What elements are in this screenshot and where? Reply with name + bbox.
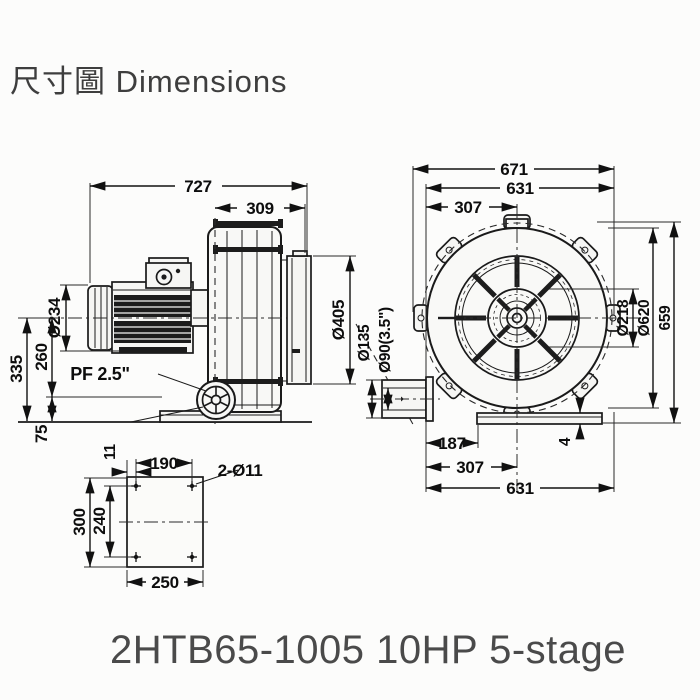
dim-hole-pitch-x: 190 (150, 454, 177, 473)
dim-front-bolt-width: 631 (506, 179, 533, 198)
inlet-port (196, 380, 236, 420)
front-view-dimensions: 671 631 307 Ø218 Ø620 659 Ø135 (356, 160, 681, 498)
dim-front-overall-height: 659 (657, 305, 674, 331)
front-base-plate (476, 412, 603, 425)
blower-housing (18, 218, 292, 424)
front-view: 671 631 307 Ø218 Ø620 659 Ø135 (355, 160, 681, 498)
dim-overall-height: 335 (7, 355, 26, 382)
base-plate-dimensions: 190 11 2-Ø11 300 240 250 (70, 443, 263, 592)
inlet-thread-label: PF 2.5" (70, 364, 129, 384)
motor-feet (119, 347, 187, 353)
page-title: 尺寸圖 Dimensions (10, 64, 288, 99)
dim-front-overall-width: 671 (500, 160, 527, 179)
dim-base-height: 75 (32, 425, 51, 443)
side-view: 727 309 Ø234 260 335 75 Ø405 (7, 177, 356, 443)
dim-side-housing-width: 309 (246, 199, 273, 218)
dim-inlet-flange-dia: Ø135 (356, 324, 373, 361)
hub-cross (496, 297, 538, 339)
dim-plate-width: 250 (151, 573, 178, 592)
outlet-flange (281, 250, 312, 385)
base-plate-view: 190 11 2-Ø11 300 240 250 (70, 443, 263, 592)
inlet-leader-line-2 (130, 406, 204, 423)
front-inlet-pipe (355, 323, 440, 427)
dim-inlet-bore-dia: Ø90(3.5") (377, 307, 394, 373)
inlet-leader-line (157, 373, 207, 392)
dim-front-bolt-width-bottom: 631 (506, 479, 533, 498)
model-caption: 2HTB65-1005 10HP 5-stage (110, 628, 627, 672)
dim-housing-dia: Ø620 (636, 300, 653, 337)
dim-hub-dia: Ø218 (615, 299, 632, 336)
dim-outlet-dia: Ø405 (329, 300, 348, 340)
dim-edge-offset: 11 (102, 443, 119, 459)
side-view-dimensions: 727 309 Ø234 260 335 75 Ø405 (7, 177, 356, 443)
dim-side-total-width: 727 (184, 177, 211, 196)
mounting-holes (131, 481, 197, 562)
cable-gland (155, 268, 173, 286)
hole-callout: 2-Ø11 (218, 461, 263, 480)
tie-rod-upper (213, 245, 283, 254)
motor (87, 257, 209, 354)
dim-hole-pitch-y: 240 (90, 507, 109, 534)
dim-axis-height: 260 (32, 343, 51, 370)
terminal-box (145, 262, 192, 289)
dim-inlet-offset: 187 (438, 434, 465, 453)
dim-front-center-bottom: 307 (456, 458, 483, 477)
dim-plate-height: 300 (70, 508, 89, 535)
housing-outline (207, 226, 282, 413)
dim-front-center-top: 307 (454, 198, 481, 217)
dim-base-gap: 4 (557, 437, 574, 446)
outlet-flange-plate (286, 255, 312, 385)
motor-adapter (190, 289, 209, 327)
